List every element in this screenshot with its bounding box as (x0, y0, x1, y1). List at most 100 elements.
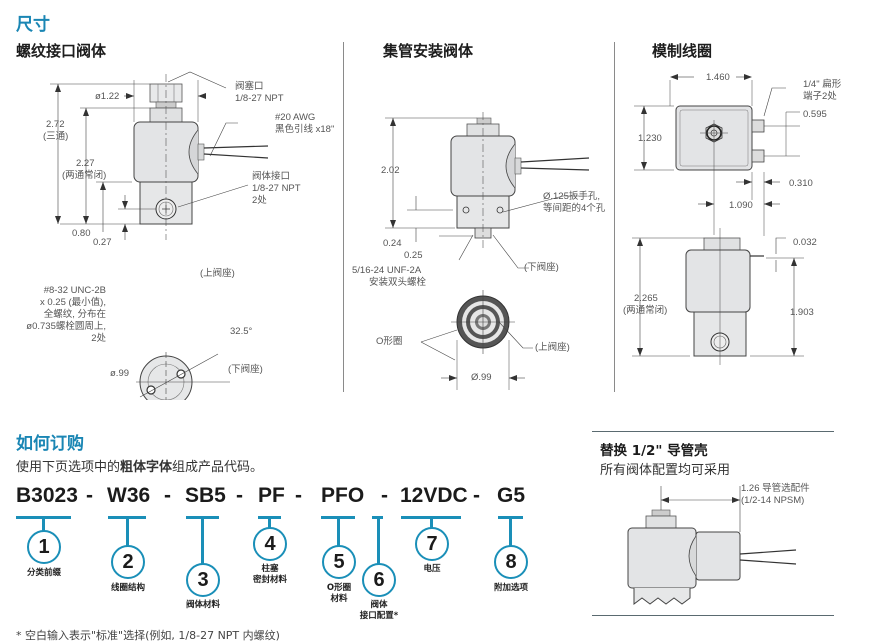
body-port-spec: 1/8-27 NPT (252, 183, 301, 194)
code-separator: - (381, 484, 388, 507)
code-options: G5 (497, 484, 526, 507)
lead-wire (203, 153, 269, 159)
connector-stem (201, 516, 204, 566)
code-separator: - (236, 484, 243, 507)
dim-height-3way: 2.72 (46, 119, 65, 130)
molded-coil-drawing (632, 74, 804, 365)
option-number-1: 1 (27, 530, 61, 564)
option-number-5: 5 (322, 545, 356, 579)
option-label-4a: 柱塞 (261, 564, 279, 574)
bottom-diameter: ø.99 (110, 368, 130, 379)
connector-stem (42, 516, 45, 533)
option-label-7: 电压 (423, 564, 441, 574)
conduit-housing (695, 531, 741, 581)
conduit-dim-1: 1.26 导管选配件 (741, 483, 810, 494)
connector-stem (430, 516, 433, 530)
manifold-diameter: Ø.99 (471, 372, 492, 383)
wrench-hole-1: Ø.125扳手孔, (543, 191, 601, 202)
dim-024: 0.24 (383, 238, 402, 249)
option-number-7: 7 (415, 527, 449, 561)
option-label-3: 阀体材料 (185, 600, 220, 610)
box-bottom-rule (592, 615, 834, 616)
plug-port-title: 阀塞口 (235, 81, 264, 92)
spade-terminal (751, 149, 765, 163)
connector-stem (268, 516, 271, 530)
manifold-height: 2.02 (381, 165, 400, 176)
coil-body (627, 527, 697, 589)
thread-spec-2: x 0.25 (最小值), (40, 297, 106, 308)
terminal-label-1: 1/4" 扁形 (803, 79, 842, 90)
box-top-rule (592, 431, 834, 432)
dim-1903: 1.903 (790, 307, 814, 318)
dim-diameter: ø1.22 (95, 91, 120, 102)
conduit-subtitle: 所有阀体配置均可采用 (600, 463, 731, 478)
option-number-8: 8 (494, 545, 528, 579)
threaded-body-title: 螺纹接口阀体 (16, 42, 107, 60)
dim-0032: 0.032 (793, 237, 817, 248)
code-coil: W36 (107, 484, 151, 507)
thread-spec-4: ø0.735螺栓圆周上, (26, 321, 106, 332)
wrench-hole-2: 等间距的4个孔 (543, 203, 606, 214)
stud-spec: 5/16-24 UNF-2A (352, 265, 422, 276)
manifold-body-drawing (385, 112, 590, 390)
dim-0595: 0.595 (803, 109, 827, 120)
dim-0310: 0.310 (789, 178, 813, 189)
wire-gauge: #20 AWG (275, 112, 316, 123)
thread-spec-3: 全螺纹, 分布在 (43, 309, 106, 320)
dim-1230: 1.230 (638, 133, 662, 144)
footnote: * 空白输入表示"标准"选择(例如, 1/8-27 NPT 内螺纹) (16, 629, 280, 642)
option-label-4b: 密封材料 (252, 575, 287, 585)
option-label-6a: 阀体 (370, 600, 388, 610)
column-divider (614, 42, 615, 392)
option-label-5b: 材料 (330, 594, 348, 604)
option-label-8: 附加选项 (493, 583, 528, 593)
connector-stem (337, 516, 340, 548)
code-prefix: B3023 (16, 484, 78, 507)
plug-port-spec: 1/8-27 NPT (235, 93, 284, 104)
coil-side-view (685, 249, 751, 313)
code-separator: - (86, 484, 93, 507)
code-separator: - (295, 484, 302, 507)
code-separator: - (473, 484, 480, 507)
thread-spec-5: 2处 (91, 333, 106, 344)
code-oring: PFO (321, 484, 365, 507)
code-plunger-seal: PF (258, 484, 285, 507)
angle-label: 32.5° (230, 326, 253, 337)
wire-desc: 黑色引线 x18" (275, 124, 335, 135)
column-divider (343, 42, 344, 392)
dim-1090: 1.090 (729, 200, 753, 211)
molded-coil-title: 模制线圈 (652, 42, 713, 60)
ordering-instruction: 使用下页选项中的粗体字体组成产品代码。 (16, 456, 263, 475)
oring-label: O形圈 (376, 336, 403, 347)
coil-width: 1.460 (706, 72, 730, 83)
code-body-material: SB5 (185, 484, 226, 507)
option-label-2: 线圈结构 (110, 583, 145, 593)
manifold-upper-seat: (上阀座) (535, 342, 570, 353)
terminal-label-2: 端子2处 (803, 91, 837, 102)
code-separator: - (164, 484, 171, 507)
lead-wire (520, 167, 590, 171)
option-label-5a: O形圈 (326, 583, 352, 593)
instruction-suffix: 组成产品代码。 (172, 460, 264, 475)
lead-wire (739, 559, 797, 565)
option-label-1: 分类前缀 (26, 568, 61, 578)
lead-wire (520, 157, 590, 163)
section-title: 尺寸 (16, 15, 50, 35)
lower-seat-label: (下阀座) (228, 364, 263, 375)
dim-080: 0.80 (72, 228, 91, 239)
option-number-2: 2 (111, 545, 145, 579)
body-port-title: 阀体接口 (252, 171, 291, 182)
lead-wire (739, 549, 797, 555)
option-label-6b: 接口配置* (359, 611, 399, 621)
coil-height-2way: 2.265 (634, 293, 658, 304)
threaded-body-drawing (50, 71, 269, 400)
lead-wire (203, 145, 269, 149)
conduit-title: 替换 1/2" 导管壳 (600, 443, 708, 459)
spade-terminal (751, 119, 765, 133)
option-number-3: 3 (186, 563, 220, 597)
manifold-lower-seat: (下阀座) (524, 262, 559, 273)
dim-025: 0.25 (404, 250, 423, 261)
body-port-qty: 2处 (252, 195, 267, 206)
thread-spec-1: #8-32 UNC-2B (43, 285, 106, 296)
instruction-bold: 粗体字体 (120, 460, 173, 475)
